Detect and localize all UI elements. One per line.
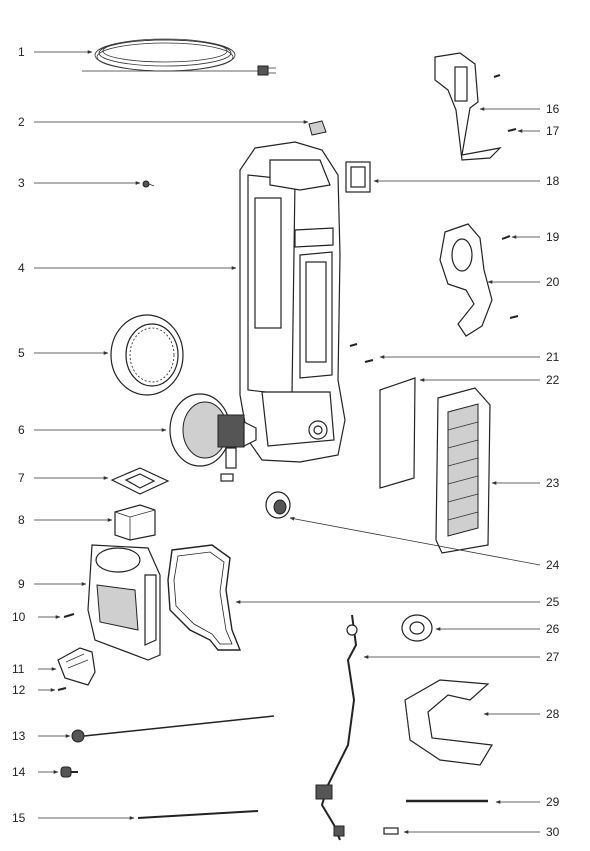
knob-part (57, 647, 96, 686)
callout-28: 28 (546, 707, 560, 721)
fitting-part (60, 766, 78, 778)
screw-part-19 (501, 235, 511, 240)
callout-22: 22 (546, 373, 560, 387)
washer-part (401, 614, 433, 642)
tab-part (383, 827, 399, 835)
rod-part-15 (137, 810, 259, 819)
screw-part-10 (63, 613, 75, 618)
callout-10: 10 (12, 610, 26, 624)
callout-7: 7 (18, 471, 25, 485)
callout-20: 20 (546, 275, 560, 289)
drive-rod-part (71, 715, 275, 743)
callout-2: 2 (18, 115, 25, 129)
callout-19: 19 (546, 230, 560, 244)
callout-25: 25 (546, 595, 560, 609)
callout-5: 5 (18, 346, 25, 360)
curved-shield-part (404, 679, 493, 766)
screw-part-3 (142, 180, 155, 188)
callout-16: 16 (546, 102, 560, 116)
foam-filter-part (114, 504, 156, 541)
motor-part (169, 393, 257, 482)
callout-15: 15 (12, 811, 26, 825)
screw-part-12 (57, 687, 67, 691)
grommet-part (265, 491, 291, 519)
callout-30: 30 (546, 825, 560, 839)
leader-lines (34, 50, 541, 834)
gasket-part (110, 467, 170, 495)
callout-14: 14 (12, 765, 26, 779)
clip-part (308, 120, 327, 136)
screw-part-21 (349, 343, 374, 363)
callout-26: 26 (546, 622, 560, 636)
screw-part-17 (493, 74, 517, 132)
filter-ring-part (110, 314, 184, 396)
main-body-housing-part (239, 141, 346, 463)
power-cord-part (82, 38, 276, 76)
callout-29: 29 (546, 795, 560, 809)
callout-numbers: 1 2 3 4 5 6 7 8 9 10 11 12 13 14 15 16 1… (12, 45, 560, 839)
callout-27: 27 (546, 650, 560, 664)
callout-4: 4 (18, 261, 25, 275)
callout-6: 6 (18, 423, 25, 437)
callout-9: 9 (18, 577, 25, 591)
callout-12: 12 (12, 683, 26, 697)
callout-3: 3 (18, 176, 25, 190)
callout-17: 17 (546, 124, 560, 138)
callout-1: 1 (18, 45, 25, 59)
handle-bracket-part (434, 52, 502, 161)
grille-cover-part (435, 387, 491, 554)
callout-13: 13 (12, 729, 26, 743)
flat-filter-part (379, 377, 416, 489)
cord-hook-part (439, 223, 519, 337)
fan-housing-part (87, 544, 161, 661)
wiring-harness-part (315, 614, 358, 841)
square-seal-part (345, 161, 371, 193)
callout-11: 11 (12, 662, 25, 676)
outline-seal-part (167, 544, 242, 651)
callout-18: 18 (546, 174, 560, 188)
callout-8: 8 (18, 513, 25, 527)
callout-24: 24 (546, 558, 560, 572)
callout-23: 23 (546, 476, 560, 490)
callout-21: 21 (546, 350, 560, 364)
